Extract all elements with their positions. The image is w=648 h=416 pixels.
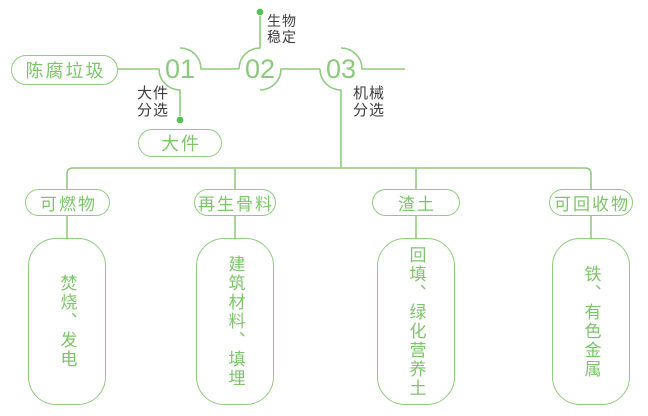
category-recyclables: 可回收物 (549, 189, 633, 216)
line-source-to-step1 (118, 68, 181, 116)
step1-label-line1: 大件 (137, 85, 170, 102)
step2-label-line2: 稳定 (267, 29, 297, 45)
source-node: 陈腐垃圾 (11, 55, 118, 85)
bulky-waste-node: 大件 (138, 129, 222, 157)
line-step3-exit (340, 47, 405, 70)
line-step1-to-step2 (179, 47, 239, 70)
outcome-slag-soil: 回填、绿化营养土 (377, 238, 455, 405)
step3-label-line2: 分选 (353, 101, 386, 119)
category-combustibles: 可燃物 (25, 189, 110, 216)
category-slag-soil: 渣土 (372, 189, 460, 216)
line-step2-to-step3 (259, 68, 320, 91)
step3-label: 机械 分选 (353, 85, 386, 119)
step2-label-line1: 生物 (267, 13, 297, 29)
outcome-combustibles: 焚烧、发电 (28, 238, 106, 405)
step-number-02: 02 (244, 54, 276, 84)
step1-label: 大件 分选 (137, 85, 170, 119)
line-step2-branch-up (238, 16, 261, 70)
outcome-recycled-aggregate: 建筑材料、填埋 (196, 238, 274, 405)
category-recycled-aggregate: 再生骨料 (194, 189, 276, 216)
distribution-bar (66, 167, 592, 189)
line-step3-branch-down (319, 68, 342, 168)
step1-label-line2: 分选 (137, 101, 170, 119)
outcome-recyclables: 铁、有色金属 (552, 238, 630, 405)
endpoint-dot-bulky (176, 116, 184, 124)
step3-label-line1: 机械 (353, 85, 386, 102)
endpoint-dot-biostable (256, 8, 264, 16)
step2-label: 生物 稳定 (267, 13, 297, 45)
step-number-03: 03 (325, 54, 357, 84)
step-number-01: 01 (164, 54, 196, 84)
